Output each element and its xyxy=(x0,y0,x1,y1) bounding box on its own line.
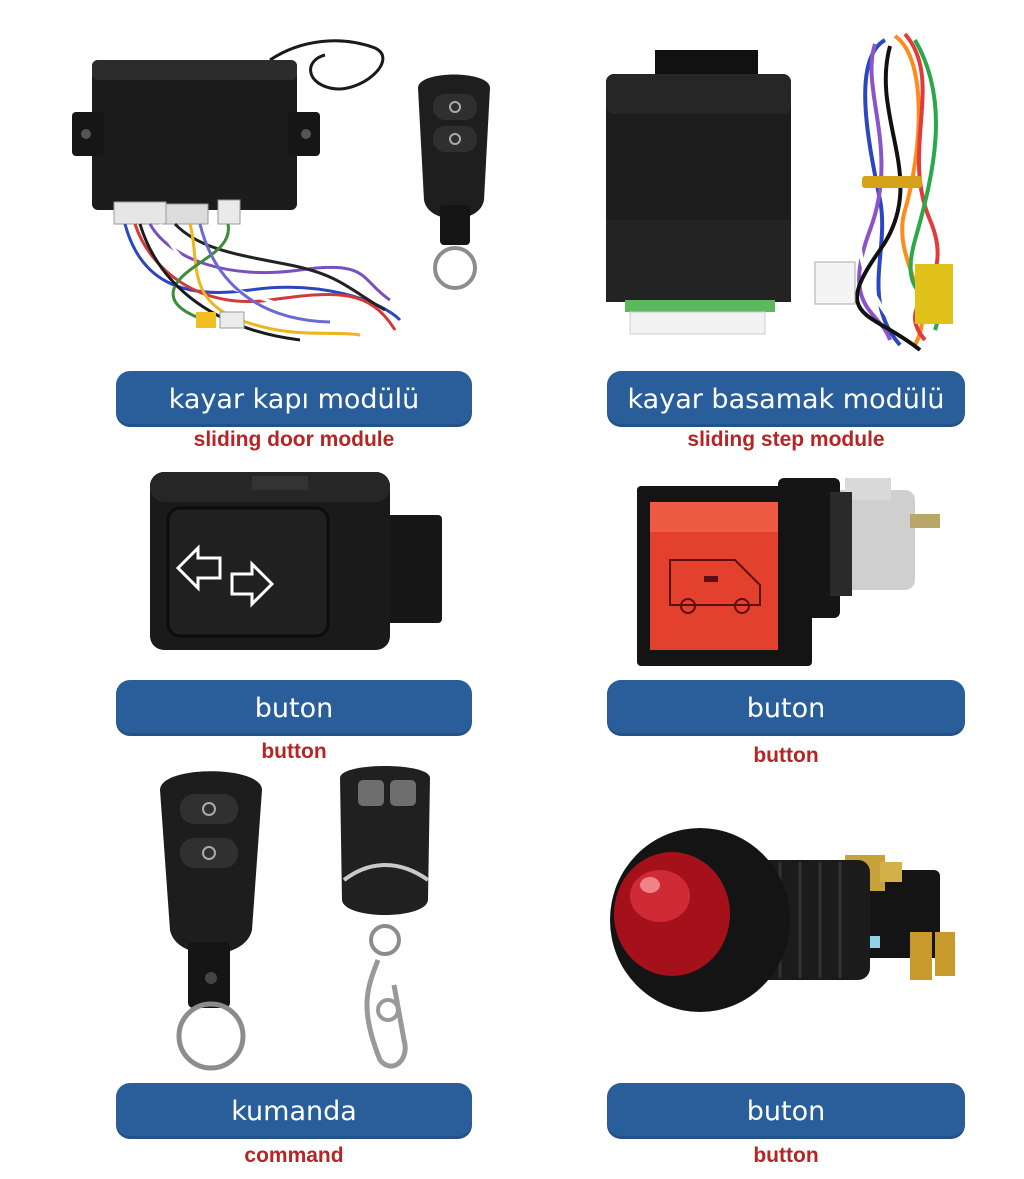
sliding-door-module-icon xyxy=(72,39,490,342)
red-push-button-icon xyxy=(610,828,955,1012)
product-sublabel: button xyxy=(753,1144,819,1167)
product-label: buton xyxy=(254,692,334,724)
product-label: kayar basamak modülü xyxy=(627,383,945,415)
product-label-pill: buton xyxy=(607,1083,965,1139)
product-sublabel: button xyxy=(753,744,819,767)
product-label: kumanda xyxy=(231,1095,357,1127)
product-sublabel: button xyxy=(261,740,327,763)
product-label-pill: kayar basamak modülü xyxy=(607,371,965,427)
product-label: buton xyxy=(746,1095,826,1127)
product-label-pill: buton xyxy=(607,680,965,736)
product-sublabel: command xyxy=(244,1144,344,1167)
product-label-pill: buton xyxy=(116,680,472,736)
product-label: buton xyxy=(746,692,826,724)
van-indicator-button-icon xyxy=(637,478,940,666)
product-sublabel: sliding step module xyxy=(687,428,885,451)
product-label-pill: kumanda xyxy=(116,1083,472,1139)
rocker-switch-icon xyxy=(150,472,442,650)
remote-controls-icon xyxy=(160,766,430,1071)
product-sublabel: sliding door module xyxy=(193,428,395,451)
product-label: kayar kapı modülü xyxy=(168,383,420,415)
sliding-step-module-icon xyxy=(606,32,953,352)
product-label-pill: kayar kapı modülü xyxy=(116,371,472,427)
